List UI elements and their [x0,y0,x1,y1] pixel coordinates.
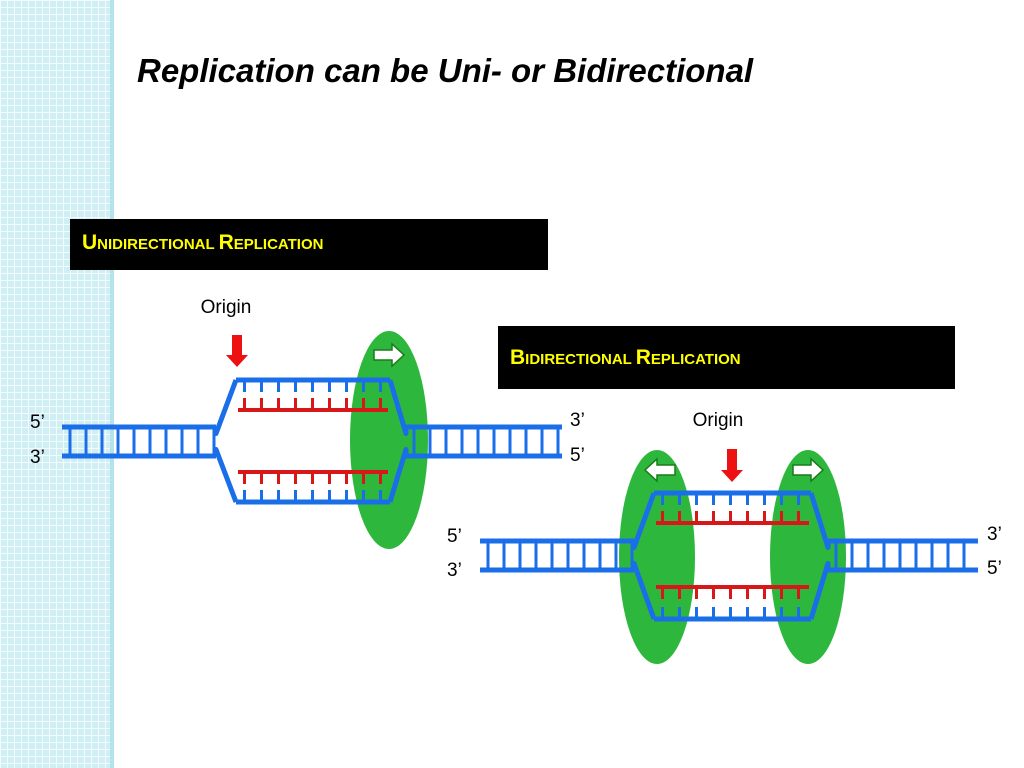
left-bottom-end-label: 3’ [447,560,462,581]
bidirectional-banner: BIDIRECTIONAL REPLICATION [498,326,955,389]
fork-direction-arrow-right [792,457,825,483]
right-bottom-end-label: 5’ [987,558,1002,579]
banner-cap-1: U [82,231,98,254]
right-bottom-end-label: 5’ [570,445,585,466]
left-top-end-label: 5’ [30,412,45,433]
bidirectional-diagram: Origin 5’ 3’ 3’ 5’ [447,410,1002,664]
origin-label: Origin [201,297,252,318]
direction-arrow-shape [792,457,825,483]
dna-duplex-left [480,538,634,573]
direction-arrow-shape [643,457,676,483]
right-top-end-label: 3’ [570,410,585,431]
direction-arrow-shape [373,342,406,368]
fork-strand-bottom [631,561,657,620]
fork-direction-arrow [373,342,406,368]
origin-arrow [721,449,743,482]
fork-strand-top [631,492,657,550]
fork-strand-top [387,379,409,436]
origin-arrow-shape [721,449,743,482]
fork-strand-top [808,492,831,550]
banner-cap-2: R [218,231,234,254]
replisome-blob-left [619,450,695,664]
banner-cap-1: B [510,346,526,369]
origin-label: Origin [693,410,744,431]
dna-duplex-right [828,538,978,573]
replication-bubble [631,490,831,622]
unidirectional-diagram: Origin 5’ 3’ 3’ 5’ [30,297,585,549]
slide-title: Replication can be Uni- or Bidirectional [137,52,754,89]
fork-strand-bottom [387,447,409,503]
banner-rest-2: EPLICATION [650,351,741,368]
replication-bubble [213,377,409,505]
dna-duplex-right [406,424,562,459]
unidirectional-banner: UNIDIRECTIONAL REPLICATION [70,219,548,270]
left-top-end-label: 5’ [447,526,462,547]
fork-strand-top [213,379,239,436]
origin-arrow-shape [226,335,248,367]
fork-strand-bottom [808,561,831,620]
decorative-sidebar [0,0,114,768]
origin-arrow [226,335,248,367]
sidebar-edge [110,0,114,768]
replisome-blob-right [770,450,846,664]
banner-rest-1: NIDIRECTIONAL [97,236,219,253]
banner-rest-1: IDIRECTIONAL [525,351,636,368]
fork-strand-bottom [213,447,239,503]
left-bottom-end-label: 3’ [30,447,45,468]
fork-direction-arrow-left [643,457,676,483]
dna-duplex-left [62,424,216,459]
replisome-blob [350,331,428,549]
banner-rest-2: EPLICATION [233,236,324,253]
right-top-end-label: 3’ [987,524,1002,545]
banner-cap-2: R [635,346,651,369]
